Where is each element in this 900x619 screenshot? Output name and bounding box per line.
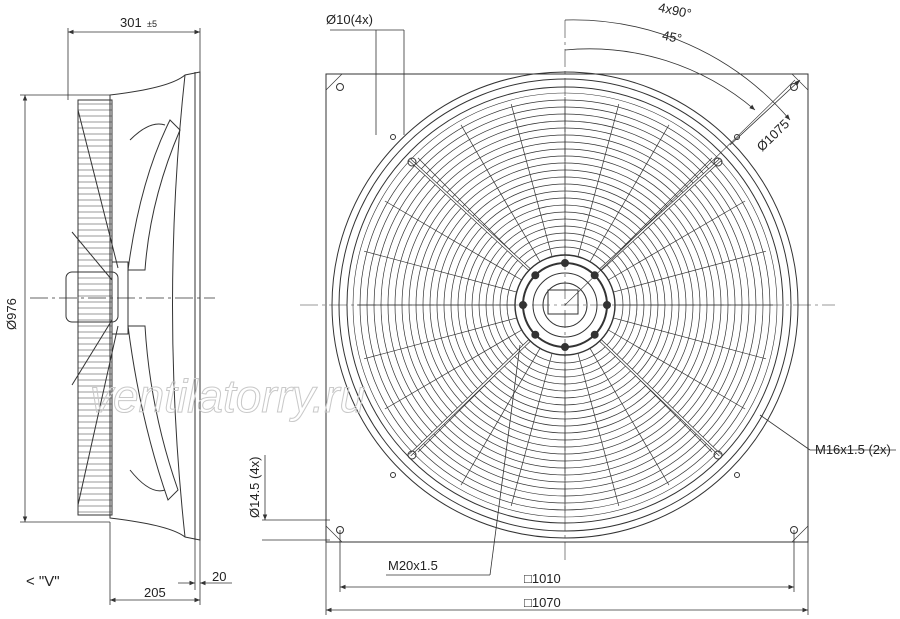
- leader-m20: [489, 344, 521, 576]
- side-view: [30, 71, 215, 541]
- hub-bolt: [590, 271, 599, 280]
- guard-spoke: [613, 317, 767, 360]
- view-label: < "V": [26, 573, 60, 590]
- angle-arc-90: [564, 19, 791, 121]
- label-976: Ø976: [4, 298, 19, 330]
- label-1070: □1070: [524, 595, 561, 610]
- housing-outline: [109, 71, 201, 541]
- corner-hole: [790, 83, 798, 91]
- guard-spoke: [613, 250, 767, 293]
- watermark: ventilatorry.ru: [90, 370, 365, 422]
- label-m20: M20x1.5: [388, 558, 438, 573]
- label-hole-dia: Ø10(4x): [326, 12, 373, 27]
- blade-lower: [127, 325, 179, 501]
- label-m16: M16x1.5 (2x): [815, 442, 891, 457]
- motor-struts: [71, 109, 119, 506]
- guard-spoke: [363, 250, 517, 293]
- guard-spoke: [510, 103, 553, 257]
- label-45: 45°: [661, 27, 683, 46]
- front-view: [300, 20, 835, 560]
- strut-bolt: [407, 157, 417, 167]
- front-dimensions: [262, 19, 896, 615]
- guard-spoke: [510, 353, 553, 507]
- hub-bolt: [590, 330, 599, 339]
- strut-bolt: [713, 450, 723, 460]
- guard-spoke: [460, 348, 541, 486]
- label-14-5: Ø14.5 (4x): [247, 457, 262, 518]
- hub-bolt: [531, 330, 540, 339]
- guard-spoke: [589, 124, 670, 262]
- guard-spoke: [577, 353, 620, 507]
- side-dimensions: [20, 28, 232, 605]
- grille-bars: [78, 103, 112, 513]
- guard-spoke: [384, 329, 522, 410]
- strut-bolt: [713, 157, 723, 167]
- guard-spoke: [608, 329, 746, 410]
- blade-edges: [129, 123, 166, 492]
- guard-grille: [77, 99, 113, 516]
- housing-curve: [172, 74, 186, 538]
- hub-bolt: [531, 271, 540, 280]
- leader-m16: [759, 414, 811, 451]
- terminal-box: [547, 289, 579, 315]
- guard-spoke: [608, 200, 746, 281]
- square-plate: [325, 73, 809, 543]
- corner-hole: [336, 83, 344, 91]
- label-1075: Ø1075: [754, 116, 793, 154]
- motor-body: [65, 271, 119, 323]
- guard-spoke: [460, 124, 541, 262]
- blade-upper: [127, 119, 181, 271]
- label-4x90: 4x90°: [657, 0, 693, 21]
- label-1010: □1010: [524, 571, 561, 586]
- guard-spoke: [577, 103, 620, 257]
- guard-spoke: [363, 317, 517, 360]
- label-20: 20: [212, 569, 226, 584]
- guard-spoke: [589, 348, 670, 486]
- strut-bolt: [407, 450, 417, 460]
- guard-spoke: [384, 200, 522, 281]
- angle-arc-45: [564, 48, 756, 111]
- label-301: 301: [120, 15, 142, 30]
- label-205: 205: [144, 585, 166, 600]
- label-301-tol: ±5: [147, 19, 157, 29]
